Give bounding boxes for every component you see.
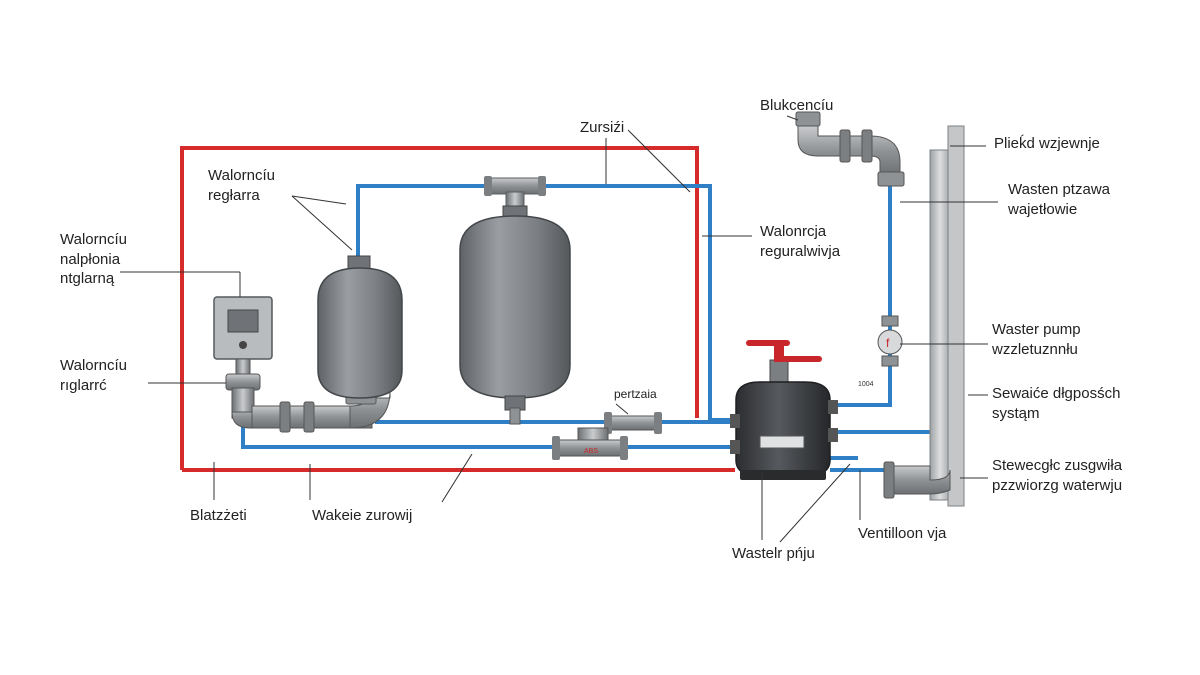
leader-lines <box>120 115 998 543</box>
label-bottom-left-b: Wakeie zurowij <box>312 507 413 524</box>
label-right-2: Wasten ptzawa wajetłowie <box>1008 180 1110 219</box>
label-line: pzzwiorzg waterwju <box>992 476 1123 494</box>
label-left-controller: Walorncíu nalpłonia ntglarną <box>60 230 127 289</box>
small-expansion-tank <box>317 255 403 399</box>
large-pressure-tank <box>459 205 571 425</box>
vent-stack <box>883 125 965 507</box>
label-line: wajetłowie <box>1008 200 1078 218</box>
label-right-1: Plieḱd wzjewnje <box>994 135 1100 152</box>
vent-elbow-pipe <box>795 111 905 187</box>
label-small-valve: pertzaia <box>614 387 657 401</box>
label-line: nalpłonia <box>60 250 121 268</box>
svg-text:f: f <box>886 336 890 350</box>
label-top-left-tank: Walorncíu regłarra <box>208 166 275 205</box>
label-right-5: Stewecgłc zusgwiła pzzwiorzg waterwju <box>992 456 1122 495</box>
label-bottom-left-a: Blatzżeti <box>190 507 247 524</box>
label-line: Walorncíu <box>60 357 127 374</box>
label-line: rıglarrć <box>60 376 107 394</box>
inline-valve: f <box>877 315 903 367</box>
label-line: systąm <box>992 404 1040 422</box>
label-bottom-right: Ventilloon vja <box>858 525 947 542</box>
label-line: Sewaiće dłgposśch <box>992 385 1121 402</box>
tee-fitting <box>484 176 546 211</box>
main-pump: 1004 <box>730 340 874 480</box>
label-line: reguralwivja <box>760 242 841 260</box>
label-line: ntglarną <box>60 270 115 287</box>
label-bottom-mid: Wastelr pńju <box>732 545 815 562</box>
label-right-of-tanks: Walonrcja reguralwivja <box>760 222 840 261</box>
tiny-tag: 1004 <box>858 381 874 388</box>
label-right-4: Sewaiće dłgposśch systąm <box>992 384 1120 423</box>
label-line: Waster pump <box>992 321 1081 338</box>
label-line: Walonrcja <box>760 223 827 240</box>
label-line: Walorncíu <box>208 167 275 184</box>
label-line: Wasten ptzawa <box>1008 181 1110 198</box>
label-line: regłarra <box>208 186 260 204</box>
label-right-3: Waster pump wzzletuznnłu <box>992 320 1081 359</box>
label-line: wzzletuznnłu <box>992 340 1078 358</box>
check-valve: ABS <box>552 412 662 460</box>
label-left-pump: Walorncíu rıglarrć <box>60 356 127 395</box>
label-top-right-pipe: Blukcencíu <box>760 97 834 114</box>
label-line: Walorncíu <box>60 231 127 248</box>
pressure-controller <box>213 296 273 376</box>
valve-tag: ABS <box>584 448 598 455</box>
label-top-middle: Zursiźi <box>580 119 625 136</box>
hot-water-loop <box>180 146 735 472</box>
label-line: Stewecgłc zusgwiła <box>992 457 1123 474</box>
